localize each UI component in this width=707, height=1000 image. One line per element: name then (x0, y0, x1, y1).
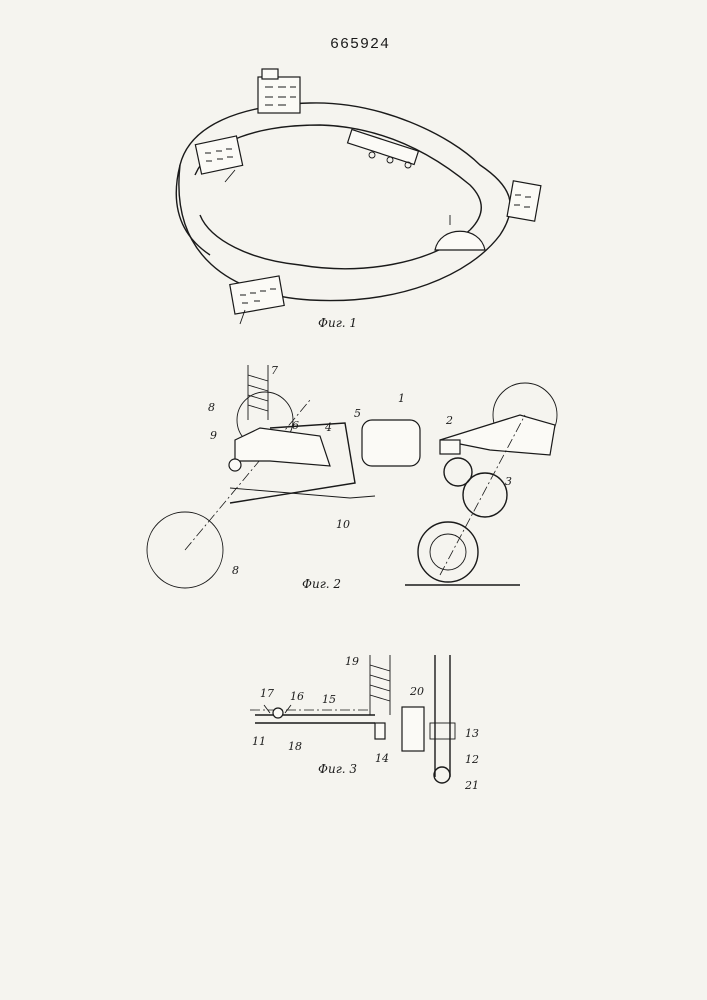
label-6: 5 (354, 407, 361, 420)
wheel-right-lower (418, 522, 478, 582)
label-15: 15 (322, 693, 336, 706)
label-1: 1 (398, 392, 405, 405)
label-19: 19 (345, 655, 359, 668)
label-9: 9 (210, 429, 217, 442)
label-13: 13 (465, 727, 479, 740)
label-11: 11 (252, 735, 266, 748)
label-2: 2 (445, 414, 453, 427)
label-8-upper: 8 (208, 401, 215, 414)
label-18: 18 (288, 740, 302, 753)
label-8-lower: 8 (232, 564, 239, 577)
patent-number: 665924 (330, 36, 390, 53)
label-21: 21 (464, 779, 479, 792)
figure-2-drive-mechanism: 7 8 9 6 4 5 1 2 3 10 8 (140, 360, 580, 600)
label-12: 12 (465, 753, 479, 766)
label-17: 17 (260, 687, 274, 700)
label-3: 3 (505, 475, 512, 488)
label-20: 20 (409, 685, 424, 698)
cylinder-1 (362, 420, 420, 466)
label-16: 16 (290, 690, 304, 703)
label-10: 10 (336, 518, 350, 531)
label-14: 14 (375, 752, 389, 765)
label-7: 6 (292, 419, 299, 432)
label-5: 7 (271, 364, 278, 377)
figure-1-caption: Фиг. 1 (318, 316, 357, 330)
label-4: 4 (324, 421, 332, 434)
figure-3-caption: Фиг. 3 (318, 762, 357, 776)
figure-1-ring-habitat (150, 65, 570, 345)
figure-2-caption: Фиг. 2 (302, 577, 341, 591)
figure-3-detail: 17 16 15 11 18 19 20 13 12 21 14 (240, 645, 500, 795)
